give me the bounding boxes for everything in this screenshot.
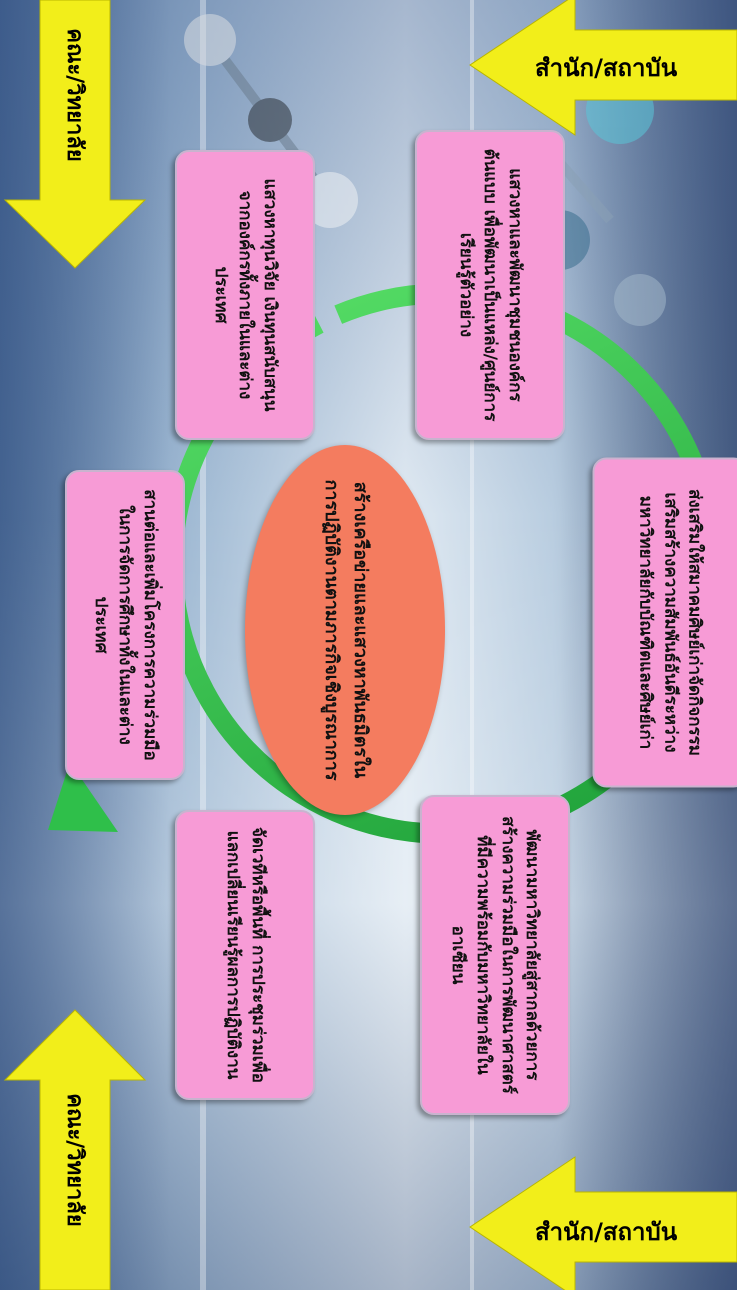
arrow-bottom-right — [469, 1156, 737, 1290]
box-research-funding: แสวงหาทุนวิจัย เงินทุนสนับสนุนจากองค์กรท… — [175, 150, 315, 440]
box-cooperation-projects: สานต่อและเพิ่มโครงการความร่วมมือในการจัด… — [65, 470, 185, 780]
arrow-label-bottom-right: สำนัก/สถาบัน — [535, 1218, 678, 1246]
arrow-top-right — [469, 0, 737, 136]
arrow-label-top-left: คณะ/วิทยาลัย — [62, 28, 88, 162]
background-stripe — [470, 0, 474, 1290]
center-oval: สร้างเครือข่ายและแสวงหาพันธมิตรในการปฏิบ… — [245, 445, 445, 815]
arrow-label-bottom-left: คณะ/วิทยาลัย — [62, 1093, 88, 1227]
box-alumni-relations: ส่งเสริมให้สมาคมศิษย์เก่าจัดกิจกรรมเสริม… — [592, 457, 737, 788]
box-knowledge-sharing: จัดเวทีหรือพื้นที่ การประชุมร่วมเพื่อแลก… — [175, 810, 315, 1100]
box-internationalization: พัฒนามหาวิทยาลัยสู่สากลด้วยการสร้างความร… — [420, 795, 570, 1115]
arrow-label-top-right: สำนัก/สถาบัน — [535, 54, 678, 82]
arrow-bottom-left — [3, 1009, 147, 1290]
background-stripe — [200, 0, 206, 1290]
arrow-top-left — [3, 0, 147, 269]
box-community-development: แสวงหาและพัฒนาชุมชนองค์กรต้นแบบ เพื่อพัฒ… — [415, 130, 565, 440]
cycle-arrowhead — [48, 762, 118, 832]
